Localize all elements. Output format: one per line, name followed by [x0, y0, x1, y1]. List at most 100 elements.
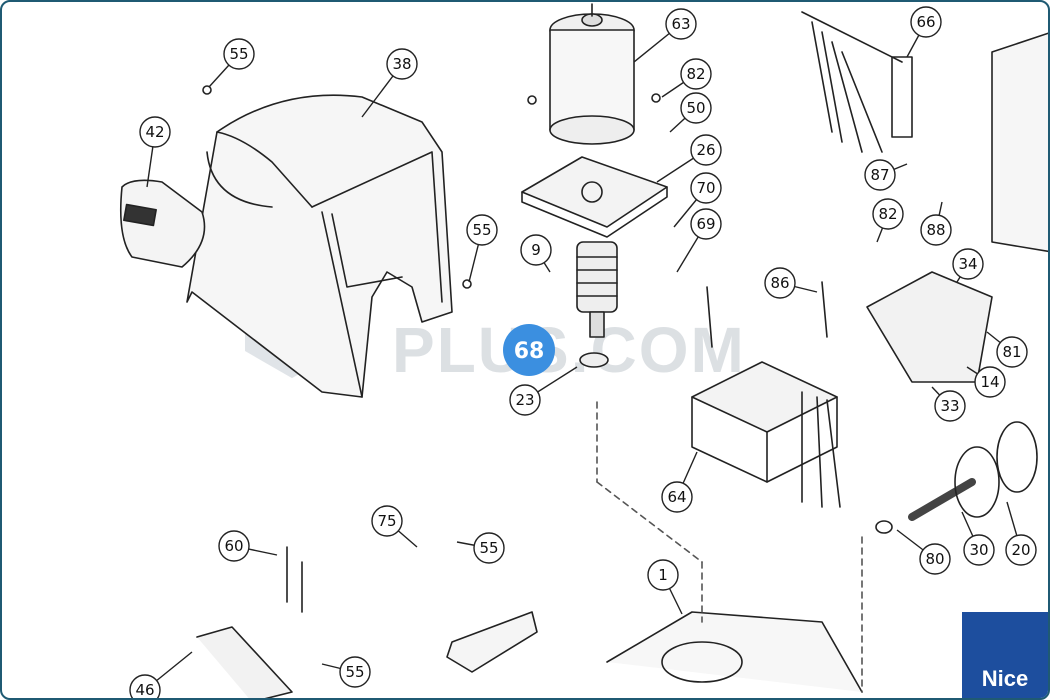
- callout-label: 23: [515, 391, 534, 409]
- callout-circle: [680, 92, 712, 124]
- screws: [202, 85, 828, 613]
- watermark: PLUS.COM: [245, 272, 746, 386]
- callout-circle: [680, 58, 712, 90]
- callout-label: 87: [870, 166, 889, 184]
- callout-81: 81: [986, 331, 1028, 368]
- callout-label: 14: [980, 373, 999, 391]
- worm-gear: [576, 241, 618, 338]
- callout-label: 82: [686, 65, 705, 83]
- callout-circle: [1005, 534, 1037, 566]
- callout-82: 82: [872, 198, 904, 243]
- callout-55: 55: [456, 532, 505, 564]
- callout-1: 1: [647, 559, 683, 615]
- callout-60: 60: [218, 530, 278, 562]
- cover-housing: [186, 94, 453, 398]
- callout-label: 55: [229, 45, 248, 63]
- callout-33: 33: [931, 386, 966, 422]
- callout-label: 42: [145, 123, 164, 141]
- callout-55: 55: [466, 214, 498, 283]
- callout-label: 69: [696, 215, 715, 233]
- callout-circle: [963, 534, 995, 566]
- callout-circle: [520, 234, 552, 266]
- callout-66: 66: [906, 6, 942, 58]
- callout-label: 26: [696, 141, 715, 159]
- callout-75: 75: [371, 505, 418, 548]
- highlight-badge[interactable]: 68: [503, 324, 555, 376]
- callout-circle: [864, 159, 896, 191]
- callout-circle: [919, 543, 951, 575]
- callout-circle: [690, 134, 722, 166]
- callout-label: 88: [926, 221, 945, 239]
- callout-14: 14: [966, 366, 1006, 398]
- callout-82: 82: [661, 58, 712, 98]
- cover-block: [446, 611, 538, 673]
- callout-label: 55: [345, 663, 364, 681]
- callout-label: 80: [925, 550, 944, 568]
- callout-circle: [647, 559, 679, 591]
- guide-lines: [596, 401, 863, 693]
- brand-logo: Nice: [962, 612, 1048, 698]
- base-housing: [606, 611, 863, 693]
- wiring-harness: [801, 11, 913, 153]
- motor: [549, 3, 635, 145]
- callout-50: 50: [669, 92, 712, 133]
- callout-63: 63: [633, 8, 697, 63]
- control-board: [866, 271, 993, 383]
- callout-circle: [920, 214, 952, 246]
- shaft-assembly: [875, 421, 1038, 534]
- callout-9: 9: [520, 234, 552, 273]
- callout-circle: [218, 530, 250, 562]
- callout-circle: [690, 208, 722, 240]
- callout-label: 50: [686, 99, 705, 117]
- callout-42: 42: [139, 116, 171, 188]
- callout-label: 30: [969, 541, 988, 559]
- callout-87: 87: [864, 159, 908, 191]
- callout-70: 70: [673, 172, 722, 228]
- highlight-label: 68: [514, 339, 545, 364]
- callout-23: 23: [509, 366, 578, 416]
- callout-label: 70: [696, 179, 715, 197]
- callout-circle: [139, 116, 171, 148]
- callout-label: 66: [916, 13, 935, 31]
- callout-label: 1: [658, 566, 668, 584]
- callout-circle: [386, 48, 418, 80]
- callout-80: 80: [896, 529, 951, 575]
- callout-label: 81: [1002, 343, 1021, 361]
- callout-46: 46: [129, 651, 193, 699]
- callout-label: 60: [224, 537, 243, 555]
- callout-circle: [764, 267, 796, 299]
- callout-label: 64: [667, 488, 686, 506]
- callout-88: 88: [920, 201, 952, 246]
- callout-label: 9: [531, 241, 541, 259]
- callout-34: 34: [952, 248, 984, 283]
- callout-86: 86: [764, 267, 818, 299]
- callout-circle: [223, 38, 255, 70]
- callout-circle: [661, 481, 693, 513]
- watermark-text: PLUS.COM: [392, 314, 746, 386]
- washer: [579, 352, 609, 368]
- callout-circle: [466, 214, 498, 246]
- callout-circle: [129, 674, 161, 698]
- callout-55: 55: [321, 656, 371, 688]
- callout-30: 30: [961, 511, 995, 566]
- callout-circle: [371, 505, 403, 537]
- logo-cap: [119, 179, 206, 268]
- callout-69: 69: [676, 208, 722, 273]
- callout-circle: [690, 172, 722, 204]
- callout-label: 34: [958, 255, 977, 273]
- callout-circle: [952, 248, 984, 280]
- callout-circle: [974, 366, 1006, 398]
- side-panel: [991, 32, 1048, 253]
- callout-circle: [872, 198, 904, 230]
- transformer: [691, 361, 841, 508]
- callout-label: 38: [392, 55, 411, 73]
- callout-label: 55: [479, 539, 498, 557]
- callout-circle: [509, 384, 541, 416]
- mounting-plate: [521, 156, 668, 238]
- callout-55: 55: [208, 38, 255, 88]
- callout-label: 46: [135, 681, 154, 699]
- callout-label: 82: [878, 205, 897, 223]
